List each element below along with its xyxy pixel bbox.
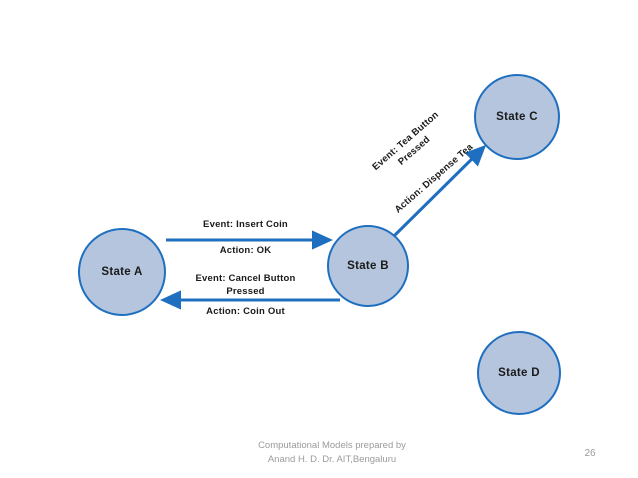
transition-label-a-to-b-action: Action: OK bbox=[219, 245, 272, 256]
transition-label-b-to-c-event: Event: Tea Button Pressed bbox=[370, 109, 442, 173]
state-node-d[interactable]: State D bbox=[477, 331, 561, 415]
transition-label-a-to-b-event: Event: Insert Coin bbox=[203, 219, 288, 230]
state-node-b-label: State B bbox=[347, 260, 389, 272]
state-node-d-label: State D bbox=[498, 367, 540, 379]
state-node-c[interactable]: State C bbox=[474, 74, 560, 160]
state-node-b[interactable]: State B bbox=[327, 225, 409, 307]
transition-label-b-to-a-event: Event: Cancel Button Pressed bbox=[195, 273, 296, 297]
transition-label-b-to-a-action: Action: Coin Out bbox=[206, 306, 285, 317]
state-node-c-label: State C bbox=[496, 111, 538, 123]
slide-number: 26 bbox=[584, 448, 596, 459]
state-node-a[interactable]: State A bbox=[78, 228, 166, 316]
state-node-a-label: State A bbox=[101, 266, 143, 278]
footer-credit-text: Computational Models prepared by Anand H… bbox=[258, 440, 406, 465]
